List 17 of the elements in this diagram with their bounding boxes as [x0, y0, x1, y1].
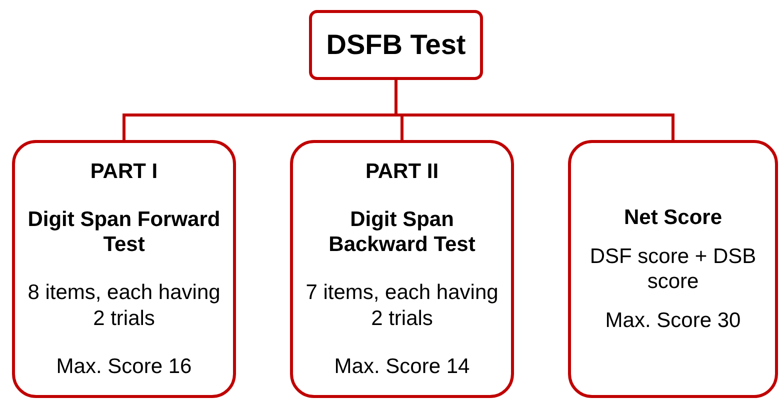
heading-text: Digit Span Backward Test — [328, 207, 476, 258]
info-box — [568, 140, 778, 398]
body-text: Max. Score 30 — [605, 308, 741, 334]
connector-line — [394, 80, 674, 140]
body-text: Max. Score 14 — [334, 354, 470, 379]
info-box — [12, 140, 236, 398]
title-box — [309, 10, 483, 80]
heading-text: Net Score — [624, 204, 722, 230]
info-box — [290, 140, 514, 398]
body-text: DSF score + DSB score — [588, 244, 758, 294]
heading-text: PART II — [365, 159, 439, 184]
title-text: DSFB Test — [326, 28, 466, 62]
heading-text: PART I — [90, 159, 158, 184]
body-text: 8 items, each having 2 trials — [26, 280, 222, 331]
body-text: Max. Score 16 — [56, 354, 192, 379]
heading-text: Digit Span Forward Test — [26, 207, 222, 258]
body-text: 7 items, each having 2 trials — [304, 280, 500, 331]
